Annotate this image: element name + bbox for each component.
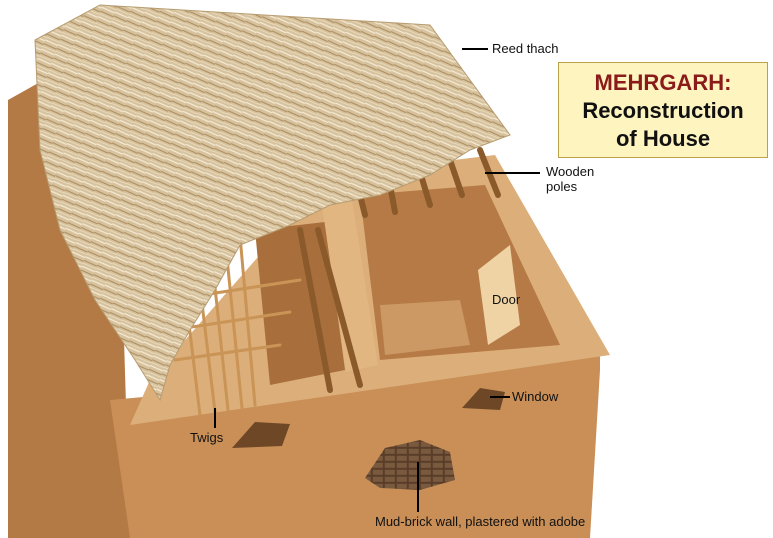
label-window: Window: [512, 389, 559, 404]
mud-brick-patch: [365, 440, 455, 490]
label-wooden-poles-1: Wooden: [546, 164, 595, 179]
title-line-1: MEHRGARH:: [594, 70, 732, 95]
window-opening-right: [462, 388, 505, 410]
label-twigs: Twigs: [190, 430, 224, 445]
dividing-wall: [322, 200, 378, 372]
room-right-floor: [380, 300, 470, 355]
title-line-3: of House: [615, 126, 711, 151]
label-mud-brick-wall: Mud-brick wall, plastered with adobe: [375, 514, 586, 529]
label-door: Door: [492, 292, 521, 307]
title-box: MEHRGARH: Reconstruction of House: [558, 62, 768, 158]
title-line-2: Reconstruction: [582, 98, 744, 123]
label-wooden-poles-2: poles: [546, 179, 578, 194]
label-reed-thatch: Reed thach: [492, 41, 559, 56]
window-opening-left: [232, 422, 290, 448]
door-opening: [478, 245, 520, 345]
reed-thatch-roof: [34, 4, 511, 402]
wooden-poles: [297, 147, 501, 393]
